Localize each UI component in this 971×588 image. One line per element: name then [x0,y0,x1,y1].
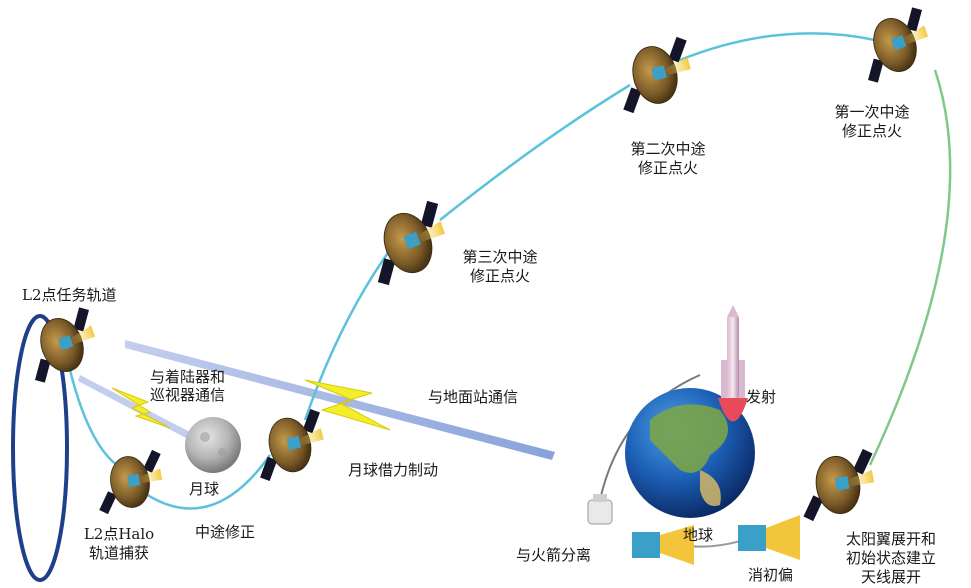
solar-panel [868,58,884,83]
halo-spacecraft [99,449,163,515]
rocket-boosters [721,360,727,400]
rocket-body [727,315,739,400]
label-deploy-line1: 太阳翼展开和 [845,530,936,548]
ground-comm-beam [125,340,555,460]
solar-panel [302,408,320,434]
engine-plume [417,221,446,243]
label-halo-capture: L2点Halo 轨道捕获 [74,525,164,563]
solar-panel [143,449,161,473]
rocket-flame [718,398,748,422]
solar-panel [852,448,873,475]
lunar-brake-spacecraft [260,408,324,482]
label-tcm2: 第二次中途 修正点火 [618,140,718,178]
engine-plume [298,427,324,446]
label-separation: 与火箭分离 [516,546,592,564]
label-halo-capture-line2: 轨道捕获 [88,544,149,562]
engine-plume [903,25,929,45]
solar-panel [803,495,824,522]
spacecraft-body [651,65,667,81]
solar-panel [668,36,687,63]
halo-orbit [11,314,69,582]
spacecraft-body [834,476,850,491]
trajectory-to-tcm2 [439,83,631,221]
rocket-nose [727,305,739,317]
engine-plume [848,469,875,487]
solar-panel [35,358,51,383]
spacecraft-body [403,231,421,250]
label-mid-correction: 中途修正 [195,523,256,541]
spacecraft-body [286,435,302,451]
deploy-spacecraft [803,448,875,522]
solar-panel [623,87,642,114]
label-tcm1-line1: 第一次中途 [834,103,910,121]
lander-comm-beam [78,375,190,438]
solar-panel [420,200,439,228]
label-l2-mission-orbit: L2点任务轨道 [22,286,117,304]
label-tcm2-line1: 第二次中途 [630,140,706,158]
separated-spacecraft [632,525,694,565]
label-lander-comm-line1: 与着陆器和 [150,368,226,386]
label-tcm3-line2: 修正点火 [469,267,530,285]
spacecraft-body [127,474,141,488]
label-tcm1-line2: 修正点火 [841,122,902,140]
label-lunar-brake: 月球借力制动 [348,461,439,479]
trajectory-green [868,69,952,466]
label-halo-capture-line1: L2点Halo [83,525,155,543]
lightning-bolt-ground [304,379,391,431]
l2-spacecraft [35,307,96,383]
spacecraft-body [891,35,907,51]
earth-continent [650,404,728,473]
label-despin: 消初偏 [748,566,794,584]
label-moon: 月球 [189,480,220,498]
moon-crater [218,448,226,456]
trajectory-to-tcm1 [679,32,876,62]
label-deploy-line3: 天线展开 [860,568,921,586]
trajectory-to-tcm3 [303,249,392,421]
label-deploy-line2: 初始状态建立 [845,549,936,567]
earth-continent [700,470,721,506]
lightning-bolt-lander [111,387,171,429]
engine-plume [138,468,163,484]
moon-body [185,417,241,473]
label-tcm3-line1: 第三次中途 [462,248,538,266]
rocket-separation-capsule [587,494,613,525]
label-tcm2-line2: 修正点火 [637,159,698,177]
solar-panel [99,491,117,515]
tcm1-spacecraft [868,7,929,83]
trajectory-mid-correction [139,454,272,510]
solar-panel [906,7,922,32]
label-tcm1: 第一次中途 修正点火 [822,103,922,141]
solar-panel [73,307,89,332]
label-deploy: 太阳翼展开和 初始状态建立 天线展开 [832,530,950,587]
moon-crater [200,432,210,442]
engine-plume [70,325,96,345]
label-lander-comm-line2: 巡视器通信 [150,386,226,404]
spacecraft-body [58,335,74,351]
label-tcm3: 第三次中途 修正点火 [450,248,550,286]
rocket-boosters [739,360,745,400]
label-ground-comm: 与地面站通信 [428,388,519,406]
despin-spacecraft [738,515,800,560]
engine-plume [664,56,691,76]
tcm3-spacecraft [377,200,446,286]
solar-panel [260,456,278,482]
label-earth: 地球 [683,526,714,544]
tcm2-spacecraft [623,36,691,114]
solar-panel [377,258,396,286]
label-launch: 发射 [746,388,777,406]
